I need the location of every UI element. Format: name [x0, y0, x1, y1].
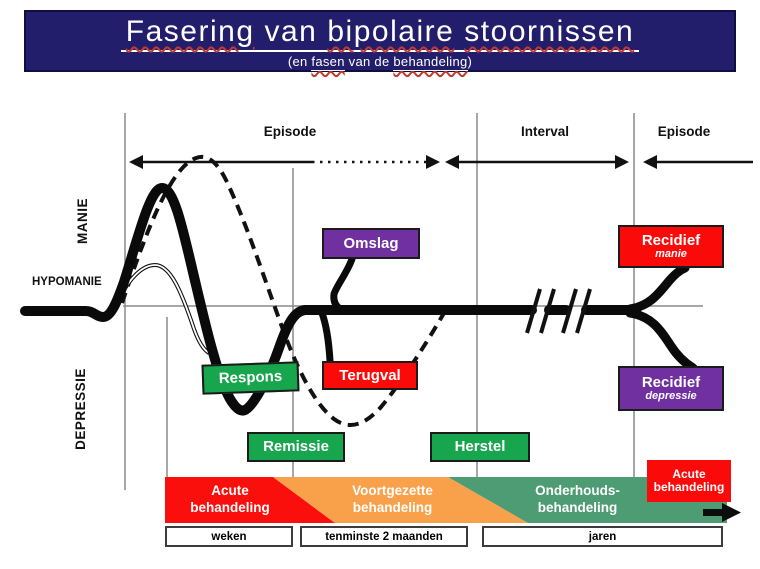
recidief-fork [625, 263, 698, 373]
title-word: van [264, 15, 318, 48]
arrowhead-left-icon [643, 155, 657, 169]
bar-label-line: behandeling [537, 499, 618, 515]
hypomania-curve-inner [112, 264, 210, 354]
phase-box-label: Remissie [263, 438, 329, 456]
arrowhead-left-icon [129, 155, 143, 169]
duration-box-jaren: jaren [482, 526, 723, 547]
phase-box-respons: Respons [201, 361, 300, 395]
duration-box-tenminste: tenminste 2 maanden [300, 526, 468, 547]
duration-arrows [129, 155, 753, 169]
bar-label-line: behandeling [190, 499, 270, 515]
bar-label-line: Acute [211, 483, 249, 498]
bar-label-acute: Acute behandeling [165, 483, 295, 517]
arrowhead-left-icon [445, 155, 459, 169]
bar-label-onderhoud: Onderhouds- behandeling [505, 483, 650, 517]
subtitle-text: ) [467, 53, 473, 69]
phase-box-recidief-manie: Recidief manie [618, 225, 724, 268]
phase-box-label: Recidief [641, 373, 701, 391]
terugval-connector [318, 309, 334, 365]
phase-box-label: Herstel [454, 438, 506, 456]
phase-box-acute-behandeling-rechts: Acute behandeling [647, 460, 731, 502]
axis-label-hypomanie: HYPOMANIE [32, 276, 102, 288]
fork-up-branch [625, 263, 690, 314]
subtitle-underlined-word: behandeling [393, 53, 468, 71]
duration-box-weken: weken [165, 526, 293, 547]
region-label-episode: Episode [263, 124, 317, 139]
phase-box-sublabel: depressie [645, 389, 697, 402]
bar-label-voortgezet: Voortgezette behandeling [320, 483, 465, 517]
phase-box-label: Respons [218, 368, 283, 388]
bar-label-line: Onderhouds- [535, 483, 620, 498]
phase-box-label: Omslag [343, 234, 399, 252]
title-word: Fasering [125, 15, 255, 48]
continuation-arrow-icon [703, 503, 741, 522]
title-word: bipolaire [327, 15, 455, 48]
subtitle-underlined-word: fasen [311, 53, 345, 71]
region-label-episode2: Episode [657, 124, 711, 139]
axis-label-depressie: DEPRESSIE [72, 368, 88, 450]
phase-box-remissie: Remissie [247, 432, 345, 462]
phase-box-herstel: Herstel [430, 432, 530, 462]
phase-box-label: Acute [672, 467, 706, 482]
arrowhead-right-icon [426, 155, 440, 169]
time-break-icon [525, 288, 592, 334]
axis-label-manie: MANIE [74, 198, 90, 244]
omslag-connector [330, 255, 356, 314]
phase-box-label: Recidief [641, 231, 701, 249]
fork-down-branch [625, 308, 698, 373]
title-word: stoornissen [464, 15, 635, 48]
region-label-interval: Interval [520, 124, 570, 139]
phase-box-recidief-depressie: Recidief depressie [618, 366, 724, 411]
phase-box-terugval: Terugval [322, 361, 418, 390]
slide-header: Fasering van bipolaire stoornissen (en fase… [24, 10, 736, 72]
bar-segment-acute [165, 477, 335, 523]
subtitle-text: van de [344, 53, 394, 69]
subtitle-text: (en [287, 53, 312, 69]
bar-segment-voortgezet [273, 477, 528, 523]
slide-subtitle: (en fasen van de behandeling) [26, 53, 734, 71]
phase-box-label: behandeling [653, 480, 725, 494]
bar-label-line: behandeling [352, 499, 433, 515]
divider-lines [123, 113, 703, 490]
connectors [318, 255, 356, 365]
phase-box-omslag: Omslag [322, 228, 420, 259]
phase-box-label: Terugval [339, 366, 401, 384]
slide-title: Fasering van bipolaire stoornissen [120, 15, 640, 52]
arrowhead-right-icon [615, 155, 629, 169]
phase-box-sublabel: manie [655, 247, 687, 260]
untreated-course-dashed-curve [120, 154, 446, 427]
bar-label-line: Voortgezette [352, 483, 433, 498]
